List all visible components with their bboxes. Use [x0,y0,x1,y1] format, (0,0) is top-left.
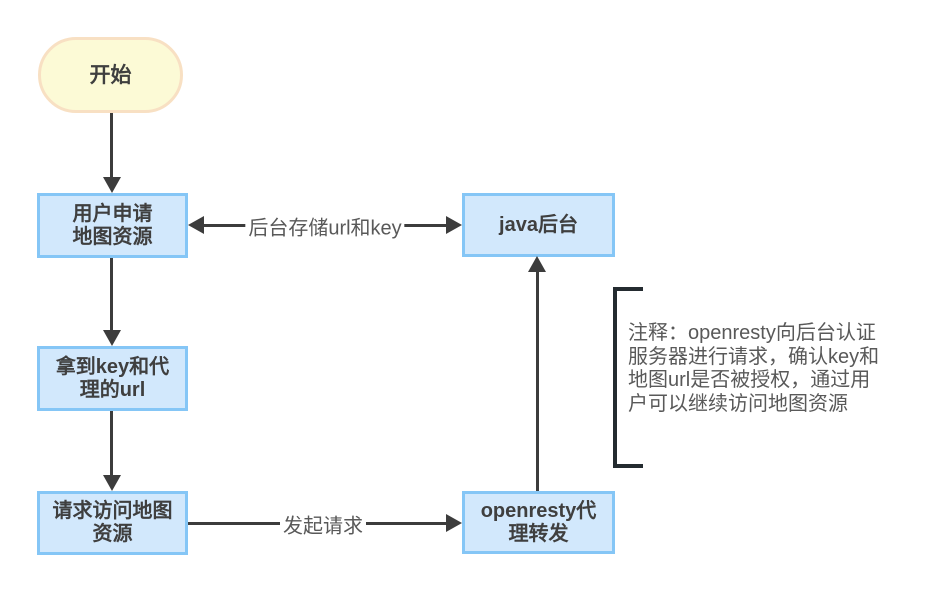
node-start: 开始 [38,37,183,113]
connector-start-to-user [110,113,113,178]
connector-getkey-to-request [110,411,113,476]
note-line: 户可以继续访问地图资源 [628,392,848,415]
edge-label-store-url-key: 后台存储url和key [245,211,405,241]
node-java-backend: java后台 [462,193,615,257]
arrowhead-left-icon [188,216,204,234]
arrowhead-down-icon [103,475,121,491]
edge-label-send-request: 发起请求 [280,509,366,539]
note-text: 注释：openresty向后台认证 服务器进行请求，确认key和 地图url是否… [628,322,908,416]
note-line: 服务器进行请求，确认key和 [628,345,880,368]
arrowhead-up-icon [528,256,546,272]
note-line: 地图url是否被授权，通过用 [628,369,871,391]
node-get-key-and-proxy-url: 拿到key和代 理的url [37,346,188,411]
arrowhead-down-icon [103,177,121,193]
connector-openresty-to-java [536,271,539,491]
note-bracket [613,287,643,468]
note-line: 注释：openresty向后台认证 [628,322,876,344]
arrowhead-right-icon [446,514,462,532]
node-user-request-map: 用户申请 地图资源 [37,193,188,258]
node-openresty-proxy: openresty代 理转发 [462,491,615,554]
connector-user-to-getkey [110,258,113,331]
node-request-map-resource: 请求访问地图 资源 [37,491,188,555]
arrowhead-right-icon [446,216,462,234]
arrowhead-down-icon [103,330,121,346]
